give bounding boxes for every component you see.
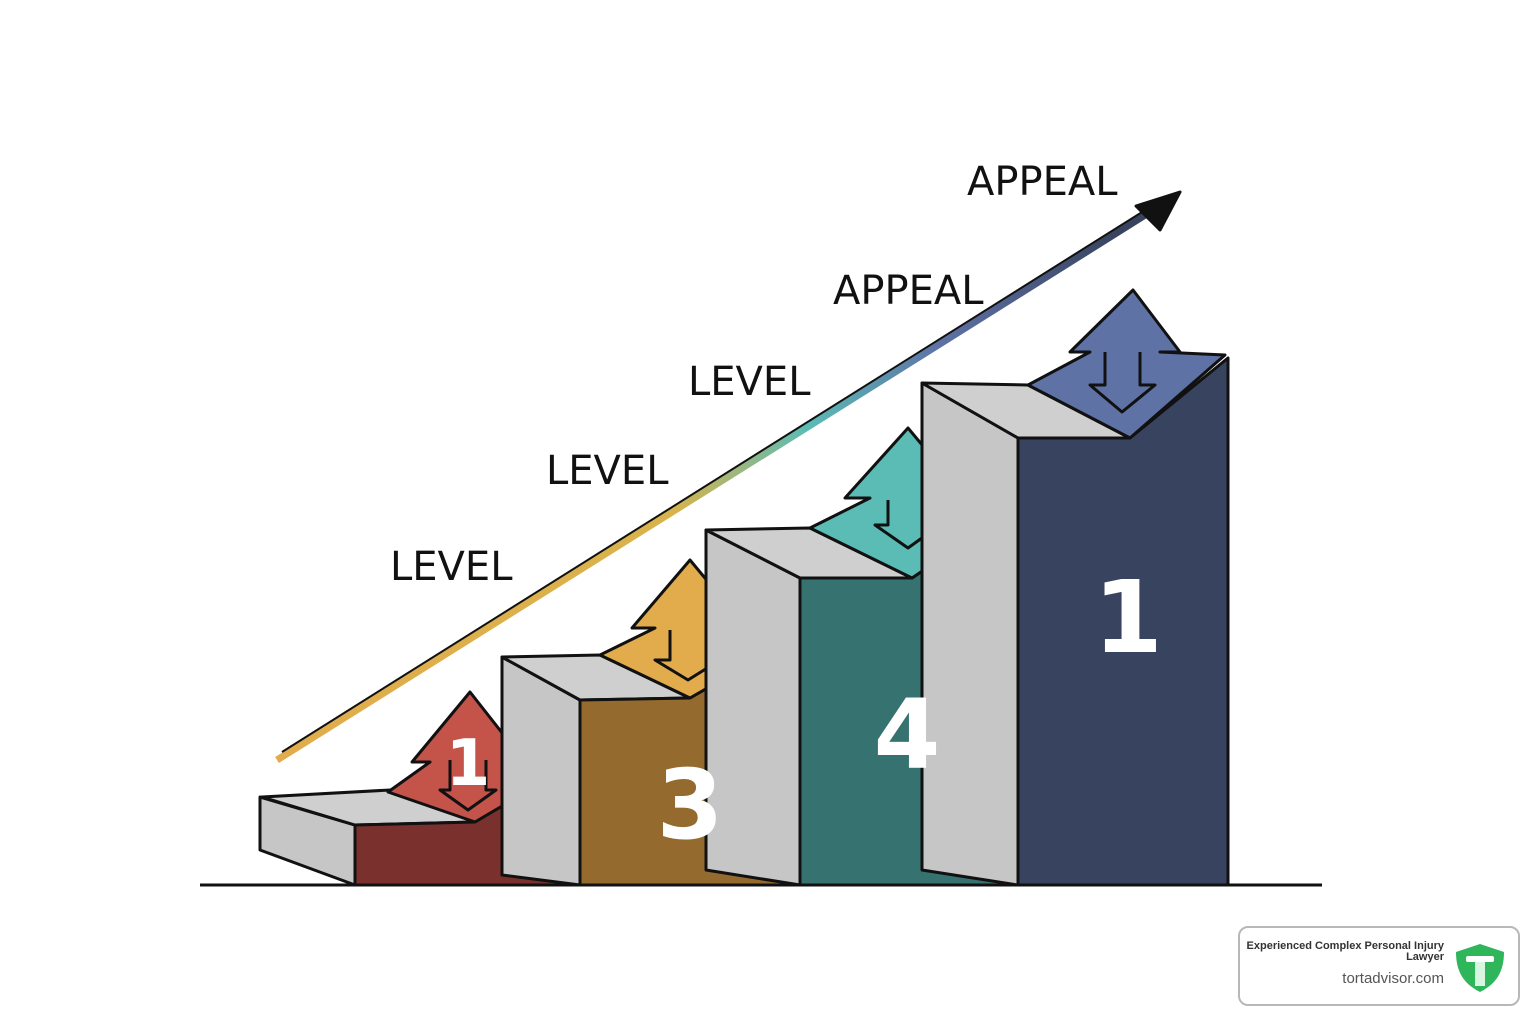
step-1-down-arrow-icon: [438, 760, 498, 812]
step-1-number: 1: [446, 727, 491, 801]
label-level-1: LEVEL: [390, 544, 513, 590]
step-3-number: 4: [874, 679, 941, 791]
shield-icon: [1456, 944, 1504, 992]
growth-arrowhead-icon: [1134, 190, 1182, 232]
growth-arrow-line: [275, 209, 1152, 763]
badge-title: Experienced Complex Personal Injury Lawy…: [1246, 940, 1444, 963]
growth-arrow-outline: [281, 206, 1151, 753]
label-level-2: LEVEL: [546, 448, 669, 494]
step-4-down-arrow-icon: [1088, 352, 1157, 414]
step-4-arrow-icon: [1026, 288, 1227, 440]
step-2-number: 3: [657, 749, 724, 861]
step-4-front: [1016, 356, 1230, 887]
label-appeal-1: APPEAL: [833, 268, 984, 314]
step-4: [920, 288, 1230, 887]
step-4-number: 1: [1093, 559, 1163, 676]
tortadvisor-badge[interactable]: Experienced Complex Personal Injury Lawy…: [1238, 926, 1520, 1006]
step-4-side: [920, 381, 1020, 887]
label-appeal-2: APPEAL: [967, 159, 1118, 205]
label-level-3: LEVEL: [688, 359, 811, 405]
badge-site: tortadvisor.com: [1342, 970, 1444, 987]
